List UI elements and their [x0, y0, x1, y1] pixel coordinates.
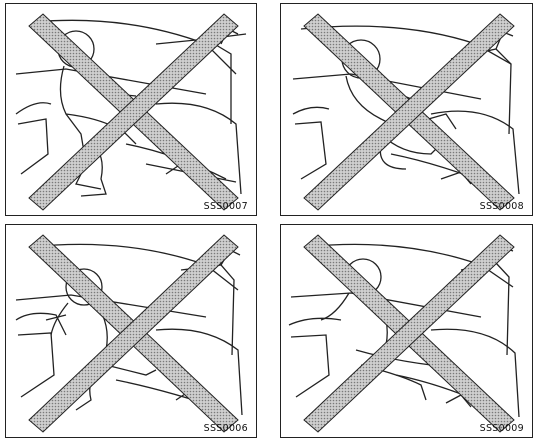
child-kneeling-illustration — [292, 13, 520, 211]
figure-code-label: SSS0008 — [479, 201, 524, 212]
illustration-panel-4: SSS0009 — [280, 224, 533, 438]
child-sitting-front-illustration — [288, 234, 520, 433]
illustration-panel-3: SSS0006 — [5, 224, 257, 438]
figure-code-label: SSS0006 — [203, 423, 248, 434]
figure-code-label: SSS0009 — [479, 423, 524, 434]
illustration-panel-1: SSS0007 — [5, 3, 257, 216]
child-standing-illustration — [15, 13, 247, 211]
child-leaning-dashboard-illustration — [15, 234, 243, 433]
figure-code-label: SSS0007 — [203, 201, 248, 212]
illustration-panel-2: SSS0008 — [280, 3, 533, 216]
